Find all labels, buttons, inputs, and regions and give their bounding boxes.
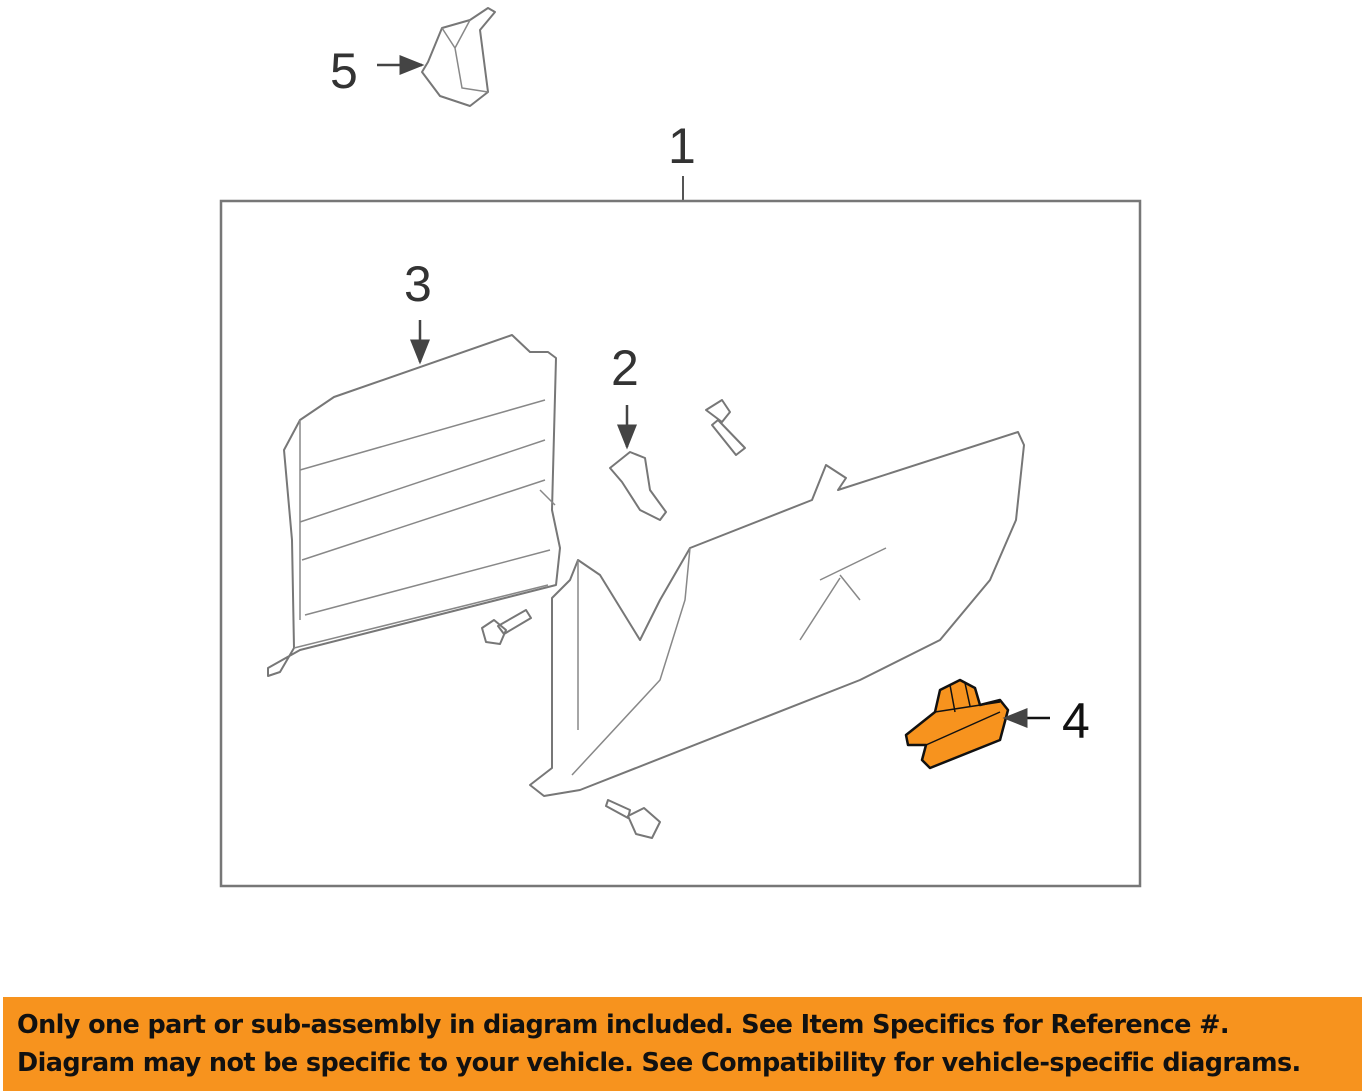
part-2-clip[interactable] xyxy=(609,451,667,521)
parts-diagram: 5 1 3 2 4 xyxy=(219,7,1142,888)
callout-2: 2 xyxy=(611,340,639,396)
callout-5: 5 xyxy=(330,43,358,99)
callout-3: 3 xyxy=(404,256,432,312)
part-3-panel[interactable] xyxy=(267,334,561,677)
bolt-icon xyxy=(705,399,746,456)
part-4-latch[interactable] xyxy=(904,678,1010,770)
disclaimer-line-1: Only one part or sub-assembly in diagram… xyxy=(17,1010,1230,1040)
disclaimer-line-2: Diagram may not be specific to your vehi… xyxy=(17,1048,1301,1078)
bolt-icon xyxy=(481,609,532,645)
bolt-icon xyxy=(605,799,661,839)
callout-4: 4 xyxy=(1062,693,1090,749)
callout-1: 1 xyxy=(668,118,696,174)
glove-box[interactable] xyxy=(529,431,1025,797)
part-5-bracket[interactable] xyxy=(421,7,496,107)
disclaimer-banner: Only one part or sub-assembly in diagram… xyxy=(3,997,1362,1091)
